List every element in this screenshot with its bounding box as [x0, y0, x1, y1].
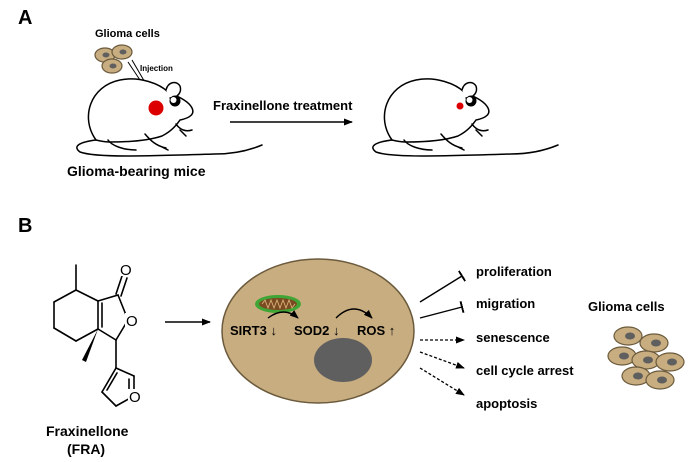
- treatment-label: Fraxinellone treatment: [213, 98, 353, 113]
- svg-text:O: O: [126, 313, 138, 330]
- outcome-senescence: senescence: [476, 330, 550, 345]
- svg-text:O: O: [129, 389, 141, 406]
- inhibit-proliferation-arrow: [419, 270, 467, 303]
- panel-b-label: B: [18, 215, 32, 237]
- glioma-cells-label-a: Glioma cells: [95, 28, 160, 40]
- glioma-cells-cluster-a: [94, 44, 133, 74]
- outcome-proliferation: proliferation: [476, 264, 552, 279]
- outcome-cell-cycle-arrest: cell cycle arrest: [476, 363, 574, 378]
- sod2-label: SOD2 ↓: [294, 323, 340, 338]
- sirt3-label: SIRT3 ↓: [230, 323, 277, 338]
- outcome-apoptosis: apoptosis: [476, 396, 537, 411]
- promote-apoptosis-arrow: [419, 367, 465, 396]
- oxygen-labels: O O O: [120, 262, 141, 406]
- treated-mouse-eye-icon: [465, 95, 477, 107]
- sod2-to-ros-arrow: [335, 308, 373, 319]
- treated-mouse: [372, 78, 559, 157]
- fraxinellone-structure: [53, 264, 135, 407]
- tumor-small-icon: [456, 102, 464, 110]
- inhibit-migration-arrow: [419, 300, 465, 319]
- mitochondrion-icon: [255, 295, 301, 313]
- methyl-wedge: [82, 329, 98, 362]
- outcome-migration: migration: [476, 296, 535, 311]
- compound-name: Fraxinellone: [46, 423, 129, 439]
- svg-text:O: O: [120, 262, 132, 279]
- sirt3-to-sod2-arrow: [267, 310, 299, 319]
- panel-a-label: A: [18, 7, 32, 29]
- glioma-cells-cluster-b: [607, 326, 685, 390]
- promote-cell-cycle-arrest-arrow: [419, 351, 465, 369]
- cell-nucleus: [314, 338, 372, 382]
- injection-label: Injection: [140, 64, 173, 73]
- compound-abbr: (FRA): [67, 441, 105, 457]
- glioma-bearing-mice-label: Glioma-bearing mice: [67, 163, 206, 179]
- mouse-eye-icon: [169, 95, 181, 107]
- tumor-large-icon: [148, 100, 164, 116]
- glioma-cells-label-b: Glioma cells: [588, 299, 665, 314]
- glioma-bearing-mouse: [76, 78, 263, 157]
- ros-label: ROS ↑: [357, 323, 395, 338]
